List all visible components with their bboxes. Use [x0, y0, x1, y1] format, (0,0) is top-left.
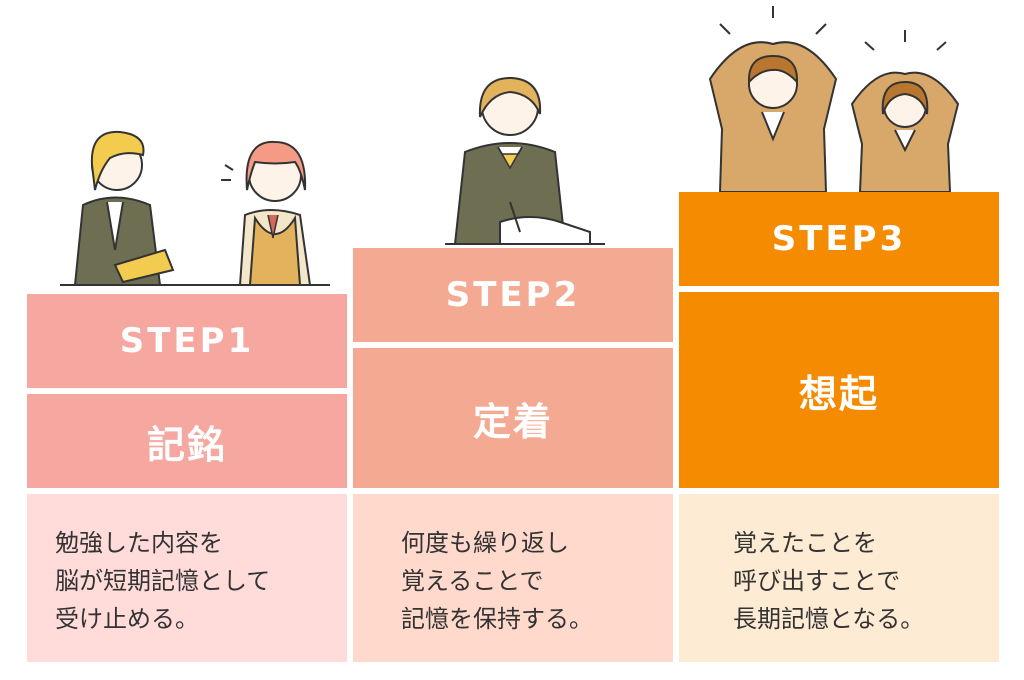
step3-description: 覚えたことを 呼び出すことで 長期記憶となる。	[679, 494, 999, 662]
step3-description-line: 呼び出すことで	[733, 567, 901, 595]
step2-description-line: 何度も繰り返し	[401, 529, 569, 557]
step2-description-line: 記憶を保持する。	[401, 605, 593, 633]
step3-header: STEP3	[679, 192, 999, 286]
step1-illustration	[55, 110, 335, 290]
step2-label: STEP2	[445, 275, 581, 315]
step1-header: STEP1	[27, 294, 347, 388]
step2-header: STEP2	[353, 248, 673, 342]
step2-description: 何度も繰り返し 覚えることで 記憶を保持する。	[353, 494, 673, 662]
step3-illustration	[700, 4, 980, 192]
step3-description-line: 長期記憶となる。	[733, 605, 925, 633]
step3-label: STEP3	[771, 219, 907, 259]
step2-stage-label: 定着	[472, 399, 553, 444]
step1-stage-label: 記銘	[146, 422, 227, 467]
step1-description-line: 受け止める。	[55, 605, 199, 633]
student-writing-icon	[445, 76, 605, 245]
step2-description-line: 覚えることで	[401, 567, 544, 595]
students-circle-pose-icon	[708, 6, 960, 192]
step3-stage: 想起	[679, 292, 999, 488]
teacher-student-talking-icon	[60, 130, 330, 286]
step1-description-line: 勉強した内容を	[55, 529, 223, 557]
step3-description-line: 覚えたことを	[733, 529, 877, 557]
step1-description-line: 脳が短期記憶として	[55, 567, 271, 595]
step1-description: 勉強した内容を 脳が短期記憶として 受け止める。	[27, 494, 347, 662]
step1-stage: 記銘	[27, 394, 347, 488]
step3-stage-label: 想起	[798, 371, 879, 416]
step2-illustration	[440, 72, 610, 247]
step2-stage: 定着	[353, 348, 673, 488]
step1-label: STEP1	[119, 321, 255, 361]
